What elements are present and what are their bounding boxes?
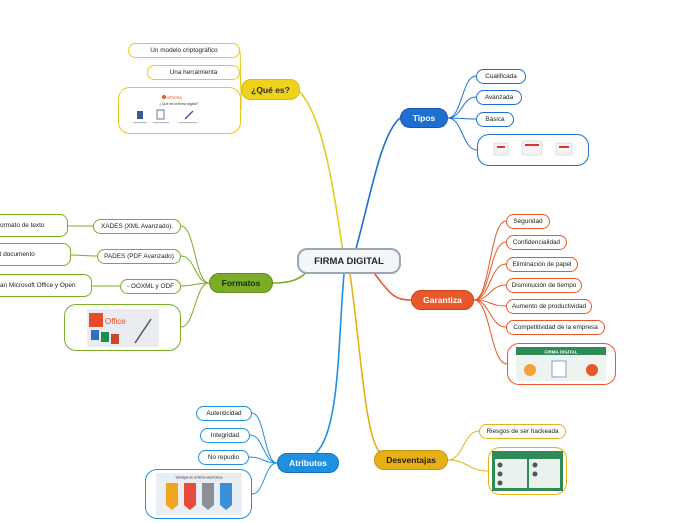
atributos-item-autenticidad[interactable]: Autenticidad — [196, 406, 252, 421]
atributos-item-integridad[interactable]: Integridad — [200, 428, 250, 443]
ribbon-icon — [166, 483, 178, 510]
ribbon-icon — [184, 483, 196, 510]
document-icon — [551, 360, 567, 378]
desventajas-infographic — [492, 451, 563, 491]
atributos-topic[interactable]: Atributos — [277, 453, 339, 473]
powerpoint-icon — [111, 334, 119, 344]
office-logo-icon — [89, 313, 103, 327]
link-tipos-0 — [447, 75, 477, 119]
atributos-item-no-repudio[interactable]: No repudio — [198, 450, 249, 465]
word-icon — [91, 330, 99, 340]
garantiza-item-papel[interactable]: Eliminación de papel — [506, 257, 578, 272]
ribbon-icon — [202, 483, 214, 510]
link-atributos-0 — [251, 412, 278, 464]
link-garantiza-2 — [473, 263, 507, 301]
link-formatos-0 — [180, 225, 210, 284]
central-topic[interactable]: FIRMA DIGITAL — [297, 248, 401, 274]
connector-que-es — [299, 91, 344, 253]
office-graphic: Office — [87, 309, 159, 347]
ventajas-infographic: Ventajas de la firma electrónica — [156, 473, 242, 515]
garantiza-item-seguridad[interactable]: Seguridad — [506, 214, 550, 229]
link-garantiza-0 — [473, 220, 507, 301]
link-garantiza-1 — [473, 241, 507, 301]
garantiza-item-productividad[interactable]: Aumento de productividad — [506, 299, 592, 314]
document-icon — [137, 111, 143, 119]
formatos-detail-texto[interactable]: ormato de texto — [0, 214, 68, 237]
tablet-icon — [156, 109, 165, 120]
connector-desventajas — [349, 273, 381, 453]
formatos-item-pades[interactable]: PADES (PDF Avanzado) — [97, 249, 181, 264]
link-formatos-image — [180, 282, 210, 328]
seal-icon — [586, 364, 598, 376]
tipos-topic[interactable]: Tipos — [400, 108, 448, 128]
link-desventajas-0 — [447, 430, 480, 461]
pen-icon — [184, 110, 194, 120]
link-desventajas-image — [447, 459, 489, 472]
infographic-caption: ¿Qué es la firma digital? — [160, 102, 199, 106]
link-garantiza-5 — [473, 299, 507, 328]
formatos-topic[interactable]: Formatos — [209, 273, 273, 293]
connector-garantiza — [371, 269, 412, 301]
desventajas-image[interactable] — [488, 447, 567, 495]
link-tipos-1 — [447, 96, 477, 119]
garantiza-item-tiempo[interactable]: Disminución de tiempo — [506, 278, 582, 293]
desventajas-item-hackeada[interactable]: Riesgos de ser hackeada — [479, 424, 566, 439]
excel-icon — [101, 332, 109, 342]
firma-digital-banner: FIRMA DIGITAL — [516, 347, 606, 381]
garantiza-topic[interactable]: Garantiza — [411, 290, 474, 310]
que-es-item-modelo[interactable]: Un modelo criptográfico — [128, 43, 240, 58]
link-atributos-2 — [248, 456, 278, 464]
ribbon-icon — [220, 483, 232, 510]
garantiza-item-competitividad[interactable]: Competitividad de la empresa — [506, 320, 605, 335]
link-formatos-1 — [180, 255, 210, 284]
hand-icon — [524, 364, 536, 376]
tipos-image[interactable] — [477, 134, 589, 166]
link-atributos-image — [251, 462, 278, 495]
tipos-item-avanzada[interactable]: Avanzada — [476, 90, 522, 105]
link-formatos-2 — [180, 282, 210, 287]
formatos-detail-documento[interactable]: l documento — [0, 243, 71, 266]
link-que-es-1 — [239, 71, 242, 91]
que-es-topic[interactable]: ¿Qué es? — [241, 79, 300, 100]
firma-digital-infographic: ivFirma ¿Qué es la firma digital? — [121, 91, 237, 129]
connector-tipos — [354, 117, 401, 253]
garantiza-image[interactable]: FIRMA DIGITAL — [507, 343, 616, 385]
svg-text:Office: Office — [105, 317, 126, 326]
link-garantiza-6 — [473, 299, 508, 365]
formatos-image[interactable]: Office — [64, 304, 181, 351]
que-es-item-herramienta[interactable]: Una herramienta — [147, 65, 240, 80]
formatos-detail-office[interactable]: an Microsoft Office y Open — [0, 274, 92, 297]
link-garantiza-3 — [473, 284, 507, 301]
formatos-item-xades[interactable]: XADES (XML Avanzado). — [93, 219, 181, 234]
link-formatos-detail-1 — [70, 254, 98, 257]
tipos-firma-graphic — [493, 140, 573, 156]
tipos-item-basica[interactable]: Básica — [476, 112, 514, 127]
pen-icon — [134, 318, 152, 344]
tipos-item-cualificada[interactable]: Cualificada — [476, 69, 526, 84]
link-tipos-image — [447, 117, 478, 151]
ivfirma-logo: ivFirma — [167, 95, 182, 100]
svg-text:Ventajas de la firma electróni: Ventajas de la firma electrónica — [175, 476, 222, 480]
formatos-item-ooxml[interactable]: - OOXML y ODF — [120, 279, 181, 294]
desventajas-topic[interactable]: Desventajas — [374, 450, 448, 470]
garantiza-item-confidencialidad[interactable]: Confidencialidad — [506, 235, 567, 250]
que-es-image[interactable]: ivFirma ¿Qué es la firma digital? — [118, 87, 241, 134]
svg-text:FIRMA DIGITAL: FIRMA DIGITAL — [545, 350, 578, 355]
link-atributos-1 — [249, 434, 278, 464]
connector-atributos — [315, 273, 345, 454]
atributos-image[interactable]: Ventajas de la firma electrónica — [145, 469, 252, 519]
